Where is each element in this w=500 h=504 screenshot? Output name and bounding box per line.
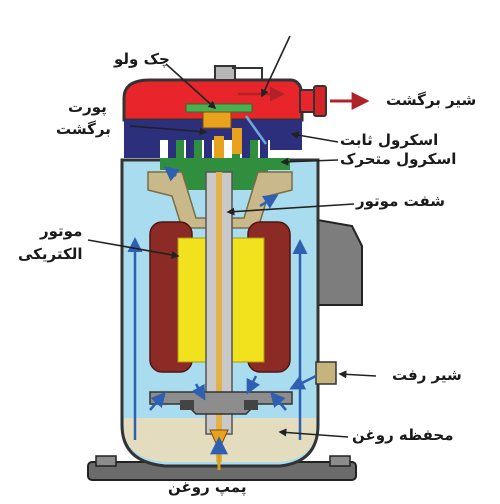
label-oil-sump: محفظه روغن	[352, 426, 454, 444]
bearing-housing	[147, 171, 293, 229]
suction-inlet	[315, 361, 337, 385]
rotor-left	[177, 237, 211, 363]
label-return-valve: شیر برگشت	[386, 91, 477, 109]
check-valve	[185, 103, 253, 113]
label-check-valve: چک ولو	[114, 50, 170, 68]
label-moving-scroll: اسکرول متحرک	[340, 150, 457, 168]
label-inlet-valve: شیر رفت	[392, 366, 462, 384]
label-electric-motor-line1: موتور	[40, 222, 83, 240]
label-return-port-line2: برگشت	[56, 120, 111, 138]
leader-lines	[87, 35, 377, 438]
label-electric-motor-line2: الکتریکی	[18, 245, 83, 263]
refrigerant-flow-arrows	[127, 115, 317, 440]
top-handle	[214, 65, 236, 81]
label-return-port-line1: پورت	[68, 98, 107, 116]
rotor-right	[231, 237, 265, 363]
label-motor-shaft: شفت موتور	[356, 192, 446, 210]
label-fixed-scroll: اسکرول ثابت	[340, 131, 439, 149]
fixed-scroll-teeth	[168, 138, 268, 158]
label-oil-pump: پمپ روغن	[168, 478, 247, 496]
